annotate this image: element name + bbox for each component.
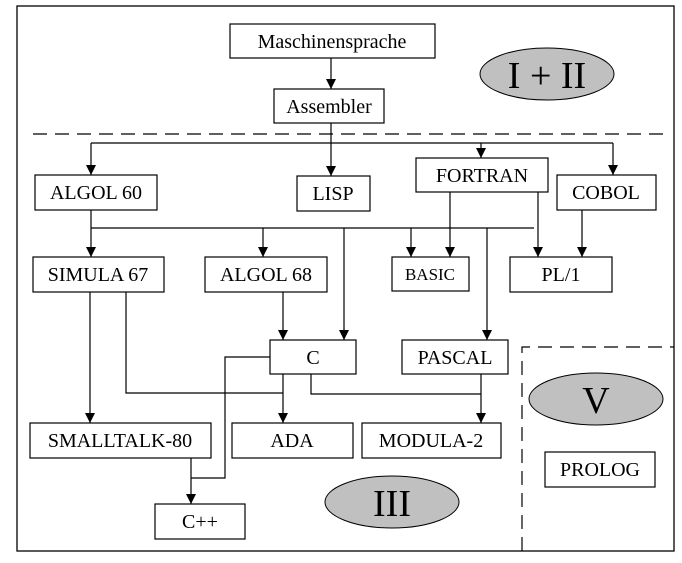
node-label: ALGOL 68 [220,264,312,286]
generation-ellipse [479,47,615,101]
edges [85,58,618,504]
generation-gen5: V [528,372,664,426]
node-label: COBOL [572,182,640,204]
node-cpp[interactable]: C++ [154,503,246,540]
node-smalltalk80[interactable]: SMALLTALK-80 [29,422,212,459]
generation-ellipse [324,475,460,529]
generation-gen12: I + II [479,47,615,101]
generation-label: III [373,483,411,525]
node-label: PROLOG [560,459,640,481]
node-label: FORTRAN [436,165,528,187]
node-label: SMALLTALK-80 [48,430,192,452]
node-assembler[interactable]: Assembler [273,88,385,124]
node-basic[interactable]: BASIC [391,256,470,292]
generation-ellipse [528,372,664,426]
node-label: Maschinensprache [258,31,407,53]
node-label: ADA [270,430,314,452]
node-label: PASCAL [418,347,493,369]
generation-gen3: III [324,475,460,529]
node-pl1[interactable]: PL/1 [509,256,613,293]
node-label: BASIC [405,265,455,284]
node-label: C [306,347,319,369]
generation-label: V [582,380,610,422]
node-maschinensprache[interactable]: Maschinensprache [229,23,436,59]
node-simula67[interactable]: SIMULA 67 [32,256,165,293]
node-modula2[interactable]: MODULA-2 [361,422,502,459]
outer-frame [16,5,675,552]
generation-v-region-border [521,346,674,551]
generation-label: I + II [508,55,586,97]
node-algol60[interactable]: ALGOL 60 [34,174,158,211]
node-label: Assembler [286,96,372,118]
edge-simula67-ada [125,292,283,394]
node-label: ALGOL 60 [50,182,142,204]
node-label: MODULA-2 [379,430,483,452]
node-ada[interactable]: ADA [231,422,354,459]
node-label: PL/1 [542,264,581,286]
node-algol68[interactable]: ALGOL 68 [204,256,328,293]
node-label: SIMULA 67 [48,264,149,286]
node-prolog[interactable]: PROLOG [544,451,656,488]
edge-c-cpp [191,356,270,479]
node-c[interactable]: C [269,339,357,375]
node-label: C++ [182,511,218,533]
node-label: LISP [312,183,353,205]
node-lisp[interactable]: LISP [296,175,371,212]
edge-c-modula2 [310,374,481,395]
node-fortran[interactable]: FORTRAN [415,157,549,193]
node-cobol[interactable]: COBOL [556,174,657,211]
node-pascal[interactable]: PASCAL [401,339,509,375]
